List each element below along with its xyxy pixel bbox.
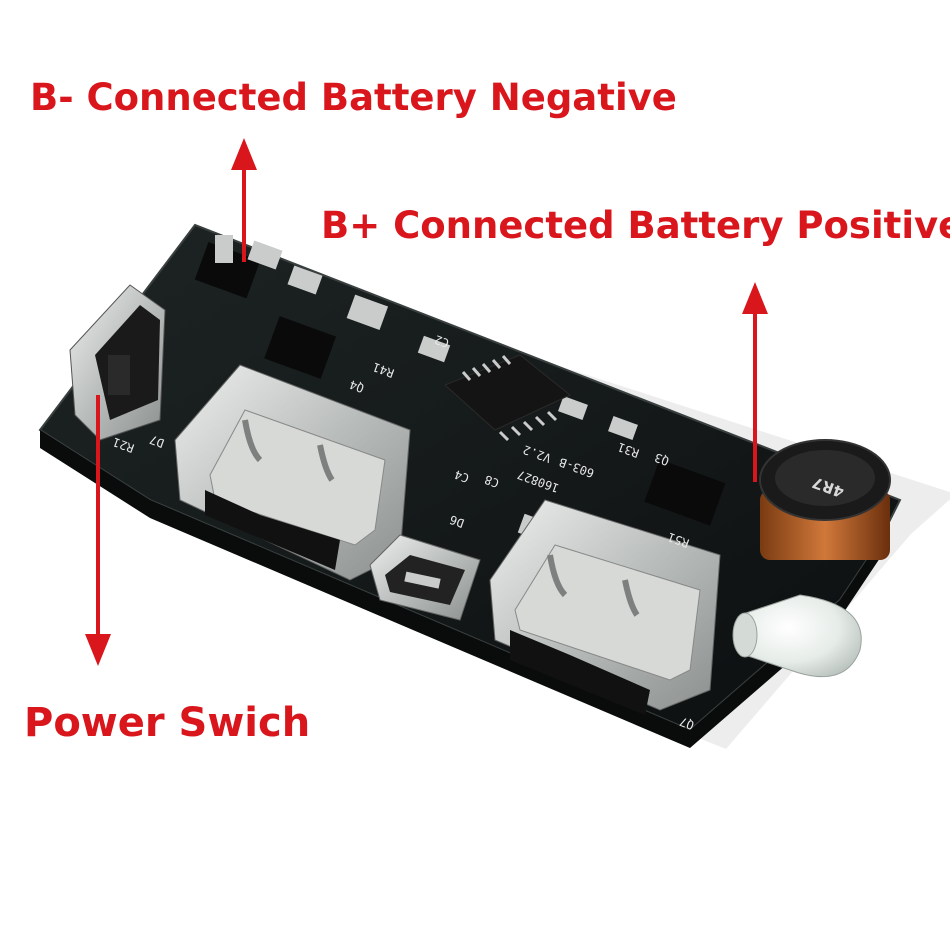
led	[732, 594, 862, 678]
inductor	[759, 439, 891, 560]
silk-ref-10: Q7	[678, 714, 696, 732]
power-switch-label: Power Swich	[24, 700, 311, 746]
power-switch	[69, 284, 166, 441]
arrow-power-switch	[85, 395, 111, 666]
silk-ref-8: D7	[148, 432, 166, 450]
micro-usb-port	[369, 534, 481, 621]
silk-ref-1: Q3	[653, 450, 671, 468]
silk-ref-4: C2	[433, 332, 451, 350]
silk-ref-9: Q4	[348, 377, 366, 395]
silk-ref-0: R31	[616, 440, 641, 461]
silk-ref-2: R51	[666, 530, 691, 551]
usb-port-right	[489, 499, 721, 715]
silk-ref-3: R41	[371, 360, 396, 381]
silk-ref-6: C8	[483, 472, 501, 490]
battery-positive-label: B+ Connected Battery Positive	[321, 204, 950, 247]
main-ic	[444, 354, 571, 442]
silk-ref-5: C4	[453, 467, 471, 485]
arrow-battery-positive	[742, 282, 768, 482]
silk-ref-7: D6	[448, 512, 466, 530]
battery-negative-label: B- Connected Battery Negative	[30, 76, 677, 119]
silk-ref-11: R21	[111, 435, 136, 456]
arrow-battery-negative	[231, 138, 257, 262]
